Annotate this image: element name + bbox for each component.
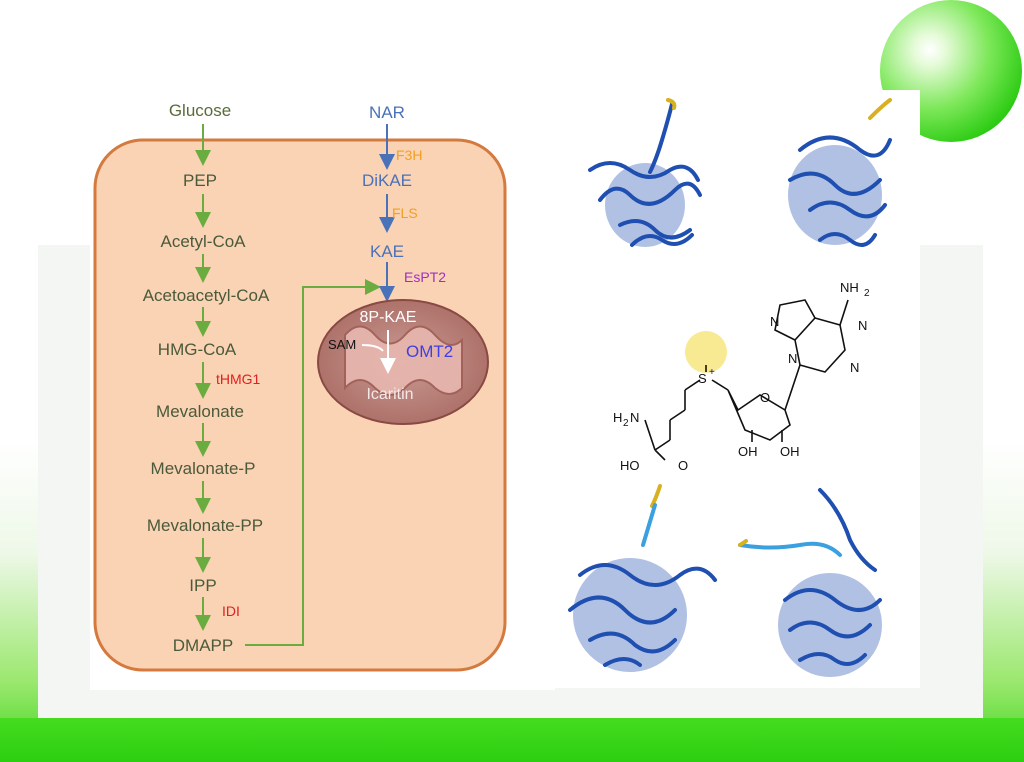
enzyme-omt2: OMT2	[406, 342, 453, 361]
enzyme-espt2: EsPT2	[404, 269, 446, 285]
svg-text:NH: NH	[840, 280, 859, 295]
svg-text:HO: HO	[620, 458, 640, 473]
svg-text:O: O	[760, 390, 770, 405]
compound-dikae: DiKAE	[362, 171, 412, 190]
svg-text:2: 2	[864, 288, 870, 299]
compound-mevalonate-p: Mevalonate-P	[151, 459, 256, 478]
compound-dmapp: DMAPP	[173, 636, 233, 655]
compound-kae: KAE	[370, 242, 404, 261]
mitochondrion-cristae	[344, 325, 463, 396]
svg-text:+: +	[709, 367, 715, 378]
compound-acetoacetyl-coa: Acetoacetyl-CoA	[143, 286, 270, 305]
svg-text:N: N	[770, 314, 779, 329]
compound-8p-kae: 8P-KAE	[360, 309, 417, 326]
cofactor-sam: SAM	[328, 337, 356, 352]
svg-text:O: O	[678, 458, 688, 473]
compound-hmg-coa: HMG-CoA	[158, 340, 237, 359]
protein-structure-1-icon	[588, 98, 702, 247]
svg-text:N: N	[858, 318, 867, 333]
compound-pep: PEP	[183, 171, 217, 190]
svg-text:N: N	[850, 360, 859, 375]
compound-ipp: IPP	[189, 576, 216, 595]
enzyme-f3h: F3H	[396, 147, 422, 163]
svg-text:OH: OH	[780, 444, 800, 459]
compound-icaritin: Icaritin	[366, 386, 413, 403]
svg-text:N: N	[788, 351, 797, 366]
bottom-bar	[0, 718, 1024, 762]
svg-text:N: N	[630, 410, 639, 425]
svg-text:OH: OH	[738, 444, 758, 459]
svg-text:2: 2	[623, 418, 629, 429]
sam-molecule-icon: S + H 2 N HO O O OH OH N N N N NH 2	[613, 280, 870, 473]
svg-text:S: S	[698, 371, 707, 386]
protein-structure-3-icon	[568, 484, 717, 672]
compound-nar: NAR	[369, 103, 405, 122]
compound-glucose: Glucose	[169, 101, 231, 120]
svg-text:H: H	[613, 410, 622, 425]
compound-mevalonate: Mevalonate	[156, 402, 244, 421]
compound-acetyl-coa: Acetyl-CoA	[160, 232, 246, 251]
mevalonate-arrows	[195, 124, 381, 646]
enzyme-fls: FLS	[392, 205, 418, 221]
enzyme-thmg1: tHMG1	[216, 371, 261, 387]
protein-structure-4-icon	[738, 488, 882, 677]
protein-structure-2-icon	[788, 98, 892, 247]
enzyme-idi: IDI	[222, 603, 240, 619]
compound-mevalonate-pp: Mevalonate-PP	[147, 516, 263, 535]
